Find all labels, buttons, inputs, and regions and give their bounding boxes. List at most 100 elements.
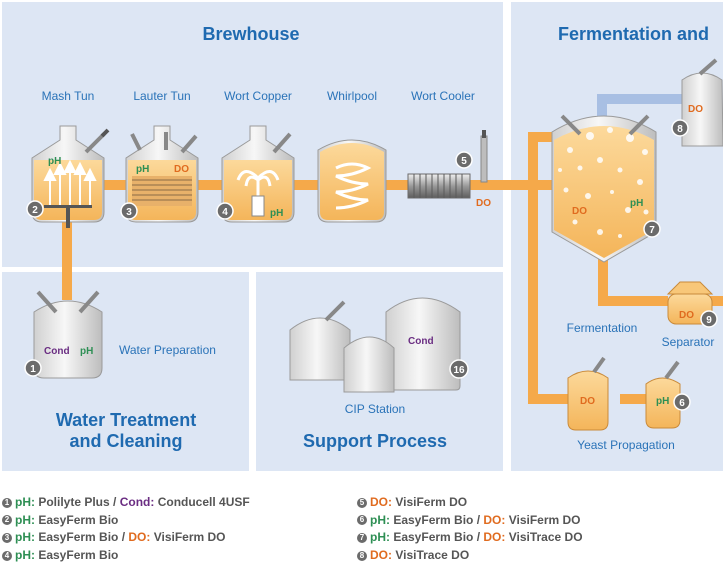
wort-cooler-coil <box>407 173 471 199</box>
tag-do-fermentation: DO <box>572 206 587 217</box>
svg-text:3: 3 <box>126 207 132 218</box>
legend-text: VisiFerm DO <box>505 512 581 527</box>
label-yeast-propagation: Yeast Propagation <box>577 438 675 452</box>
mash-tun-sensor <box>84 128 110 154</box>
label-wort-cooler: Wort Cooler <box>411 89 475 103</box>
legend-text: pH: <box>15 530 35 545</box>
label-whirlpool: Whirlpool <box>327 89 377 103</box>
label-cip-station: CIP Station <box>345 402 405 416</box>
bright-tank <box>681 58 723 147</box>
legend-text: VisiFerm DO <box>392 495 468 509</box>
legend-text: EasyFerm Bio <box>35 547 119 562</box>
blue-pipe <box>597 94 687 104</box>
tag-ph-fermentation: pH <box>630 198 643 209</box>
legend-text: VisiTrace DO <box>505 530 583 545</box>
tag-cond-water: Cond <box>44 346 70 357</box>
tag-do-cooler: DO <box>476 198 491 209</box>
cip-tanks <box>289 297 461 393</box>
svg-text:8: 8 <box>677 124 683 135</box>
label-water-preparation: Water Preparation <box>119 343 216 357</box>
svg-text:1: 1 <box>30 364 36 375</box>
legend-number-badge: 7 <box>357 532 367 543</box>
label-fermentation: Fermentation <box>567 321 638 335</box>
legend-number-badge: 8 <box>357 550 367 561</box>
tag-ph-mash: pH <box>48 156 61 167</box>
tag-do-separator: DO <box>679 310 694 321</box>
legend-text: Conducell 4USF <box>154 495 250 509</box>
legend-number-badge: 2 <box>2 515 12 526</box>
legend-text: pH: <box>15 512 35 527</box>
label-mash-tun: Mash Tun <box>42 89 95 103</box>
lauter-filter-bed <box>132 176 192 206</box>
legend-text: pH: <box>370 530 390 545</box>
legend-text: VisiTrace DO <box>392 547 470 562</box>
legend-text: EasyFerm Bio / <box>35 530 129 545</box>
legend-text: EasyFerm Bio / <box>390 530 484 545</box>
fermentation-bubbles <box>558 127 649 238</box>
yeast-tanks <box>567 356 681 431</box>
legend-text: Polilyte Plus / <box>35 495 120 509</box>
legend-text: DO: <box>370 495 392 509</box>
legend-text: pH: <box>370 512 390 527</box>
tag-ph-copper: pH <box>270 208 283 219</box>
legend-text: EasyFerm Bio <box>35 512 119 527</box>
legend-number-badge: 4 <box>2 550 12 561</box>
wort-cooler-sensor <box>480 130 488 183</box>
legend-text: pH: <box>15 495 35 509</box>
water-title-line-1: Water Treatment <box>56 410 196 430</box>
whirlpool-swirl <box>335 162 372 210</box>
legend-text: DO: <box>370 547 392 562</box>
water-title-line-2: and Cleaning <box>69 431 182 451</box>
legend-text: DO: <box>128 530 151 545</box>
svg-text:5: 5 <box>461 156 467 167</box>
tag-cond-cip: Cond <box>408 336 434 347</box>
marker-16: 16 <box>449 359 469 379</box>
legend-number-badge: 6 <box>357 515 367 526</box>
marker-8: 8 <box>671 119 689 137</box>
svg-text:16: 16 <box>453 365 465 376</box>
legend-text: EasyFerm Bio / <box>390 512 484 527</box>
label-separator: Separator <box>662 335 715 349</box>
legend-text: VisiFerm DO <box>150 530 226 545</box>
tag-do-bright: DO <box>688 104 703 115</box>
marker-5: 5 <box>455 151 473 169</box>
label-lauter-tun: Lauter Tun <box>133 89 190 103</box>
marker-2: 2 <box>26 200 44 218</box>
svg-text:7: 7 <box>649 225 655 236</box>
tag-do-lauter: DO <box>174 164 189 175</box>
tag-do-yeast: DO <box>580 396 595 407</box>
marker-6: 6 <box>673 393 691 411</box>
svg-text:9: 9 <box>706 315 712 326</box>
lauter-tun-sensors <box>130 132 198 154</box>
fermentation-tank <box>551 114 657 263</box>
tag-ph-water: pH <box>80 346 93 357</box>
support-title: Support Process <box>303 431 447 451</box>
whirlpool-vessel <box>317 139 387 223</box>
legend-text: DO: <box>483 530 506 545</box>
legend-text: Cond: <box>119 495 155 509</box>
legend-number-badge: 5 <box>357 497 367 508</box>
brewhouse-title: Brewhouse <box>202 24 299 44</box>
legend-number-badge: 3 <box>2 532 12 543</box>
legend-number-badge: 1 <box>2 497 12 508</box>
legend-text: pH: <box>15 547 35 562</box>
blue-pipe-vertical <box>597 94 607 122</box>
fermentation-title: Fermentation and <box>558 24 709 44</box>
lauter-tun-vessel <box>125 125 199 223</box>
label-wort-copper: Wort Copper <box>224 89 292 103</box>
wort-copper-sensor <box>272 132 292 154</box>
svg-text:6: 6 <box>679 398 685 409</box>
mash-arrows <box>43 159 97 206</box>
tag-ph-lauter: pH <box>136 164 149 175</box>
